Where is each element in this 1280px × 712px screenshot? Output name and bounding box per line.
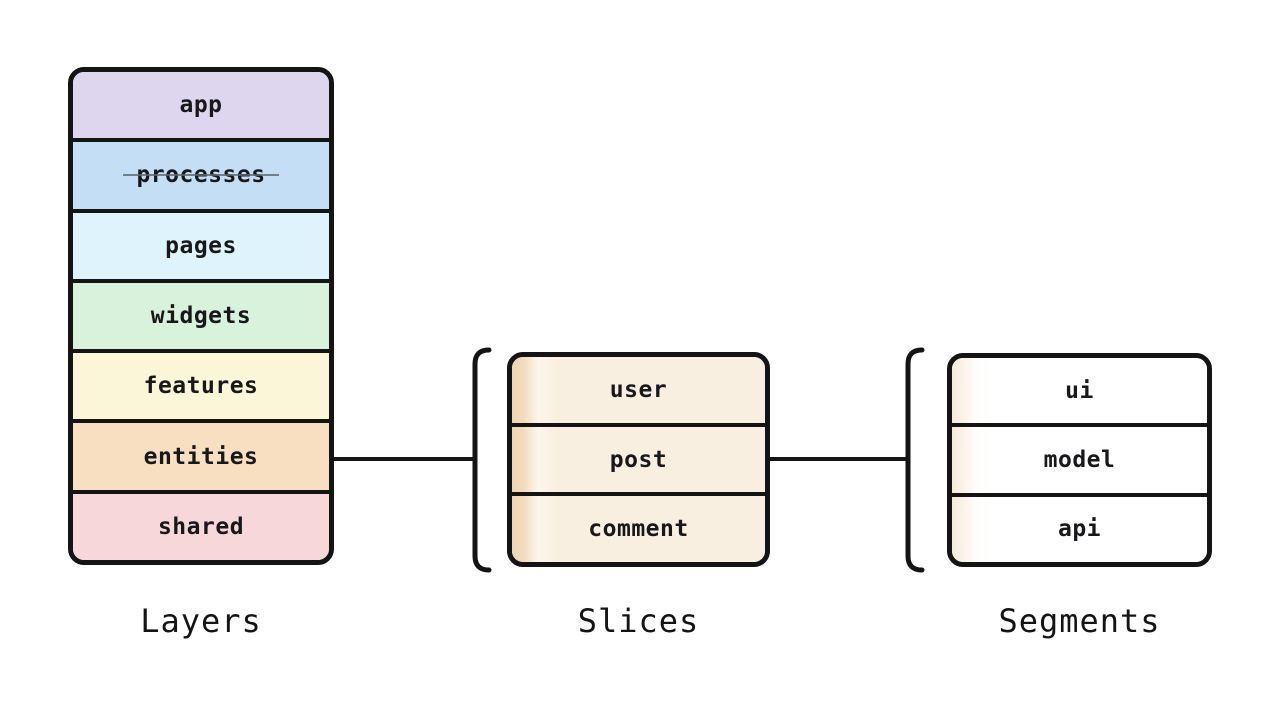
segment-label-ui: ui — [1065, 377, 1094, 404]
layer-label-features: features — [143, 373, 259, 400]
layer-row-processes: processes — [73, 138, 329, 209]
slice-row-user: user — [512, 357, 765, 423]
layer-label-app: app — [179, 92, 223, 119]
segment-row-ui: ui — [952, 358, 1207, 424]
slices-box: user post comment — [507, 352, 770, 567]
layers-caption: Layers — [140, 602, 262, 640]
segments-box: ui model api — [947, 353, 1212, 567]
layer-label-processes-deprecated: processes — [123, 162, 279, 189]
layer-row-pages: pages — [73, 208, 329, 279]
segment-row-api: api — [952, 492, 1207, 562]
layer-row-features: features — [73, 349, 329, 420]
slice-label-user: user — [609, 376, 668, 403]
layer-label-pages: pages — [165, 232, 237, 259]
slice-label-post: post — [609, 446, 668, 473]
layers-box: app processes pages widgets features ent… — [68, 67, 334, 565]
connector-line-slices-segments — [769, 457, 907, 461]
left-bracket-icon — [472, 347, 492, 573]
segment-label-model: model — [1043, 446, 1116, 473]
layer-label-entities: entities — [143, 443, 259, 470]
left-bracket-icon — [905, 347, 925, 573]
layer-row-app: app — [73, 72, 329, 139]
slice-row-comment: comment — [512, 492, 765, 562]
layer-row-entities: entities — [73, 419, 329, 490]
segment-label-api: api — [1057, 516, 1102, 543]
layer-label-widgets: widgets — [150, 302, 252, 329]
connector-line-layers-slices — [333, 457, 474, 461]
layer-row-shared: shared — [73, 489, 329, 560]
layer-row-widgets: widgets — [73, 278, 329, 350]
slices-caption: Slices — [577, 602, 700, 640]
slice-label-comment: comment — [588, 516, 689, 543]
segment-row-model: model — [952, 423, 1207, 493]
segments-caption: Segments — [998, 602, 1161, 640]
layer-label-shared: shared — [157, 513, 245, 540]
slice-row-post: post — [512, 422, 765, 493]
